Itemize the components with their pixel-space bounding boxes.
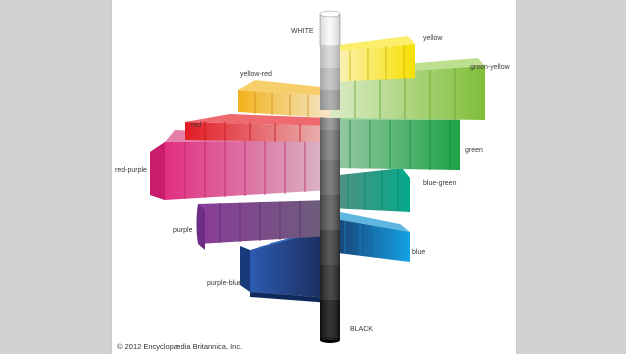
label-white: WHITE [291, 28, 314, 35]
purple-blue-slab [240, 227, 331, 303]
label-purple: purple [173, 227, 193, 234]
red-slab [185, 114, 330, 142]
yellow-red-slab [238, 80, 330, 118]
label-blue-green: blue-green [423, 180, 457, 187]
label-green-yellow: green-yellow [470, 64, 511, 71]
label-black: BLACK [350, 326, 373, 333]
green-slab [330, 112, 460, 170]
label-red: red [191, 122, 201, 129]
blue-slab [330, 210, 410, 262]
value-axis-mid [320, 110, 340, 195]
yellow-slab [330, 36, 415, 82]
copyright-credit: © 2012 Encyclopædia Britannica, Inc. [117, 342, 242, 351]
value-axis-top [319, 10, 341, 110]
value-axis [320, 195, 340, 343]
label-green: green [465, 147, 483, 154]
purple-slab [196, 200, 330, 250]
label-yellow: yellow [423, 35, 443, 42]
label-purple-blue: purple-blue [207, 280, 242, 287]
label-yellow-red: yellow-red [240, 71, 272, 78]
blue-green-slab [330, 168, 410, 212]
label-blue: blue [412, 249, 425, 256]
label-red-purple: red-purple [115, 167, 147, 174]
